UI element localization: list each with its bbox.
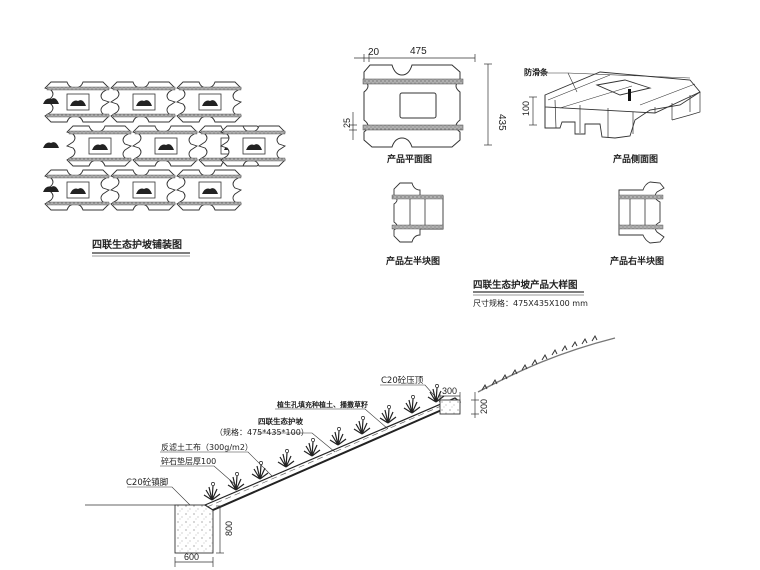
plan-dim-height: 435: [496, 114, 507, 131]
dim-cap-height: 200: [479, 399, 489, 414]
left-half-drawing: [391, 182, 444, 243]
dim-toe-width: 600: [184, 552, 199, 562]
label-gravel: 碎石垫层厚100: [161, 456, 216, 466]
paving-plan-drawing: [43, 81, 286, 211]
left-half-title: 产品左半块图: [386, 255, 440, 267]
dim-toe-height: 800: [224, 521, 234, 536]
size-spec: 尺寸规格：475X435X100 mm: [473, 298, 588, 308]
side-view-title: 产品侧面图: [613, 153, 658, 165]
plan-dim-width: 475: [410, 46, 427, 57]
slope-section-drawing: [85, 334, 616, 567]
dim-cap-width: 300: [442, 386, 457, 396]
right-half-title: 产品右半块图: [610, 255, 664, 267]
plan-dim-edge: 20: [368, 47, 380, 58]
plan-view-title: 产品平面图: [387, 153, 432, 165]
label-geotextile: 反滤土工布（300g/m2）: [161, 442, 253, 452]
plan-view-drawing: [349, 54, 492, 148]
label-top-cap: C20砼压顶: [381, 375, 424, 386]
side-view-drawing: [529, 71, 701, 139]
side-view-callout: 防滑条: [524, 67, 549, 77]
label-block-spec: （规格：475*435*100）: [215, 427, 309, 437]
right-half-drawing: [618, 181, 665, 244]
paving-plan-title: 四联生态护坡铺装图: [92, 238, 182, 251]
label-toe: C20砼镇脚: [126, 477, 168, 488]
label-block-name: 四联生态护坡: [258, 416, 303, 426]
top-cap: [439, 399, 461, 415]
side-dim-height: 100: [521, 101, 531, 116]
toe-footing: [174, 504, 214, 554]
plan-dim-strip: 25: [342, 118, 352, 128]
label-planting: 植生孔填充种植土、播撒草籽: [276, 400, 368, 409]
product-detail-title: 四联生态护坡产品大样图: [473, 279, 578, 291]
